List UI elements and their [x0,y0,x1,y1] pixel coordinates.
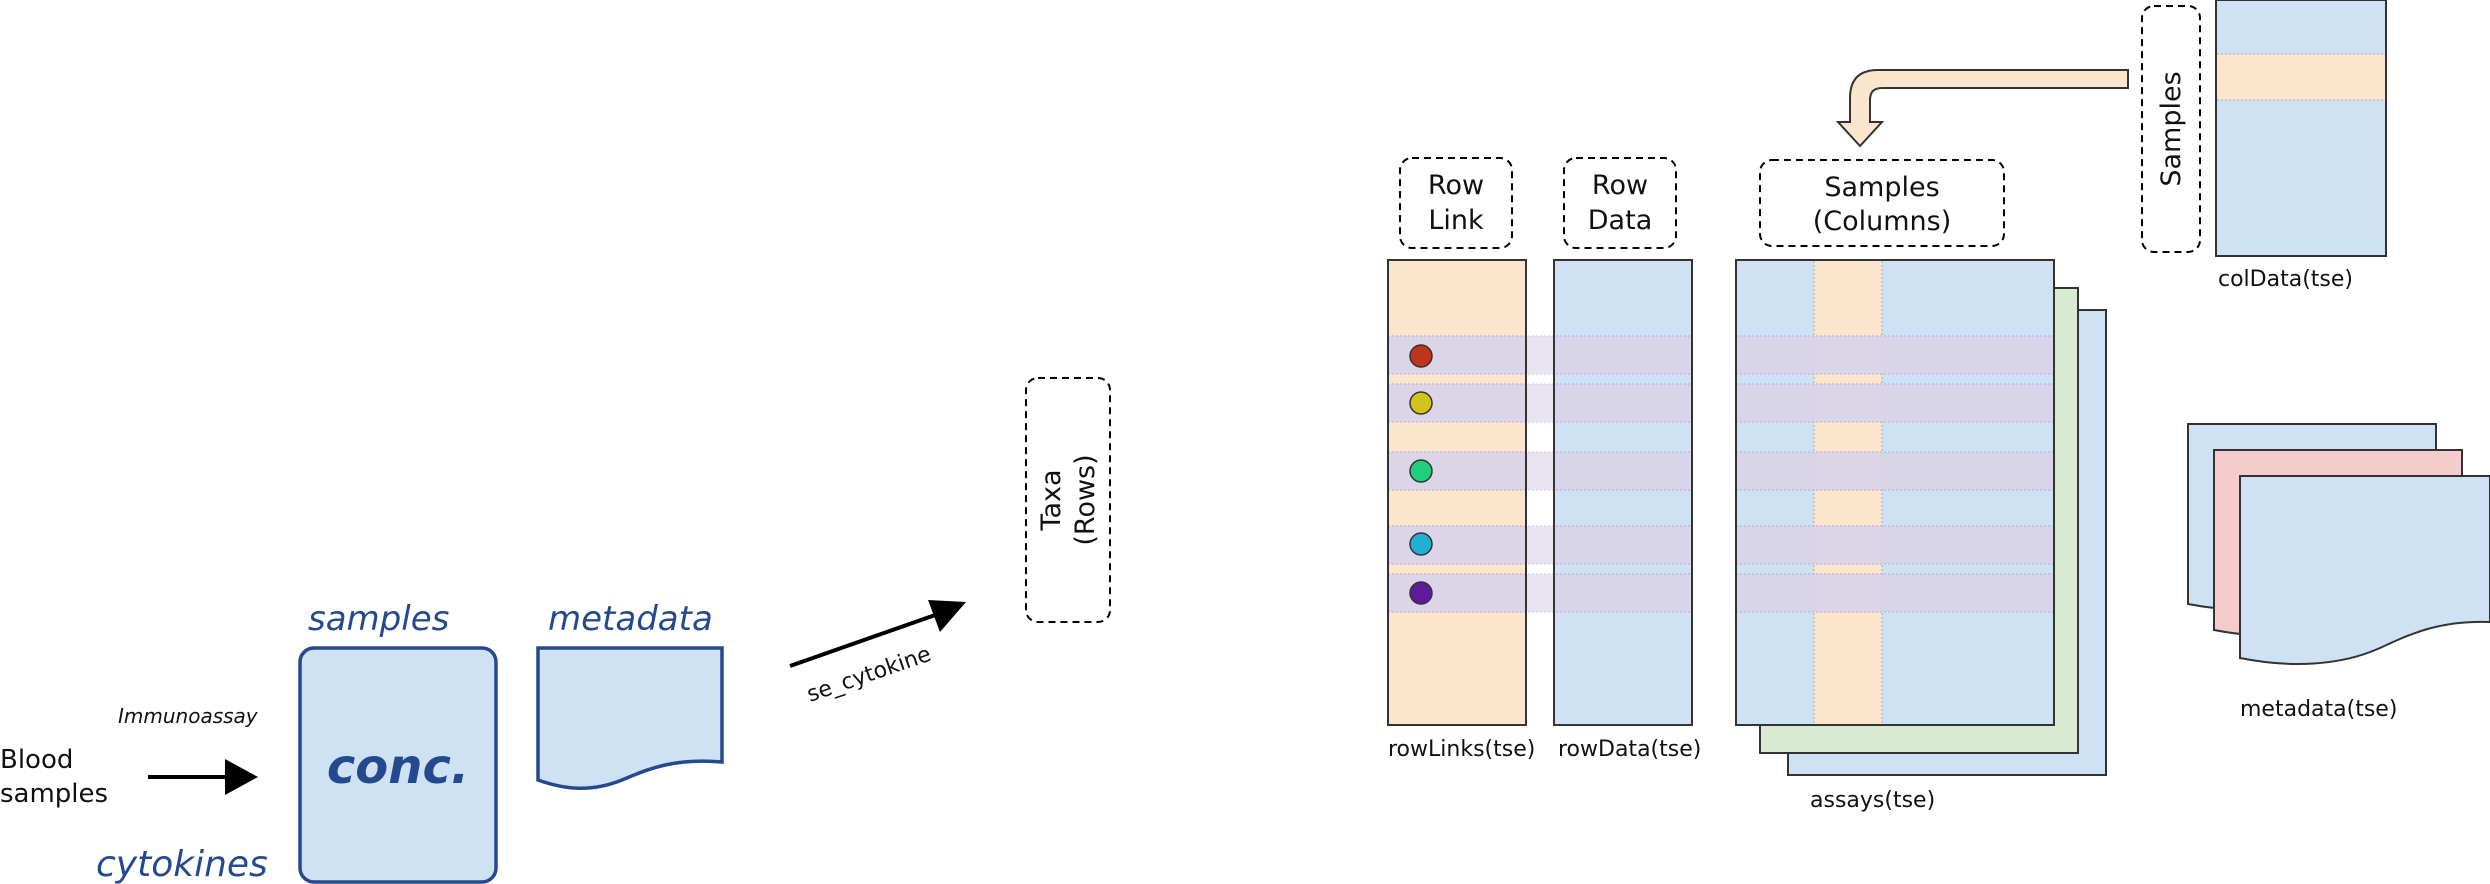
row-link-dot-purple [1409,581,1433,605]
taxa-label-line2: (Rows) [1070,454,1101,545]
row-link-dot-cyan [1409,532,1433,556]
samples-columns-label-line2: (Columns) [1813,206,1952,237]
row-link-dot-red [1409,344,1433,368]
metadata-caption: metadata(tse) [2240,697,2397,722]
samples-vertical-label: Samples [2156,71,2187,186]
assays-caption: assays(tse) [1810,788,1935,813]
row-link-dot-yellow [1409,391,1433,415]
rowlinks-panel [1387,259,1527,726]
blood-samples-label-line2: samples [0,779,108,809]
conc-label: conc. [327,739,469,795]
samples-columns-box [1759,159,2005,247]
se-cytokine-arrow [789,600,966,668]
row-link-label-line1: Row [1428,170,1484,201]
metadata-doc-front [2239,475,2490,665]
row-link-label-line2: Link [1428,205,1484,236]
coldata-to-assays-arrow [1835,69,2129,148]
rowdata-caption: rowData(tse) [1558,737,1701,762]
taxa-rows-box [1025,377,1111,623]
samples-label: samples [308,599,449,639]
samples-columns-label-line1: Samples [1824,172,1939,203]
rowdata-panel [1553,259,1693,726]
row-link-dot-green [1409,459,1433,483]
row-data-label-line1: Row [1592,170,1648,201]
coldata-highlight-row [2217,54,2385,100]
conc-box [298,646,498,884]
taxa-label-line1: Taxa [1036,469,1067,531]
row-link-dots [1409,344,1433,605]
cytokines-label: cytokines [96,844,268,884]
assays-front-layer [1735,259,2055,726]
coldata-panel [2215,0,2387,257]
metadata-label: metadata [548,599,713,639]
rowlinks-caption: rowLinks(tse) [1388,737,1535,762]
samples-vertical-box [2141,5,2201,253]
metadata-document-shape [536,646,724,790]
se-cytokine-label: se_cytokine [804,642,935,708]
immunoassay-arrow [148,759,258,795]
immunoassay-label: Immunoassay [118,704,259,728]
coldata-caption: colData(tse) [2218,267,2353,292]
assays-highlight-column [1814,261,1882,724]
blood-samples-label-line1: Blood [0,745,73,775]
row-data-label-line2: Data [1588,205,1652,236]
